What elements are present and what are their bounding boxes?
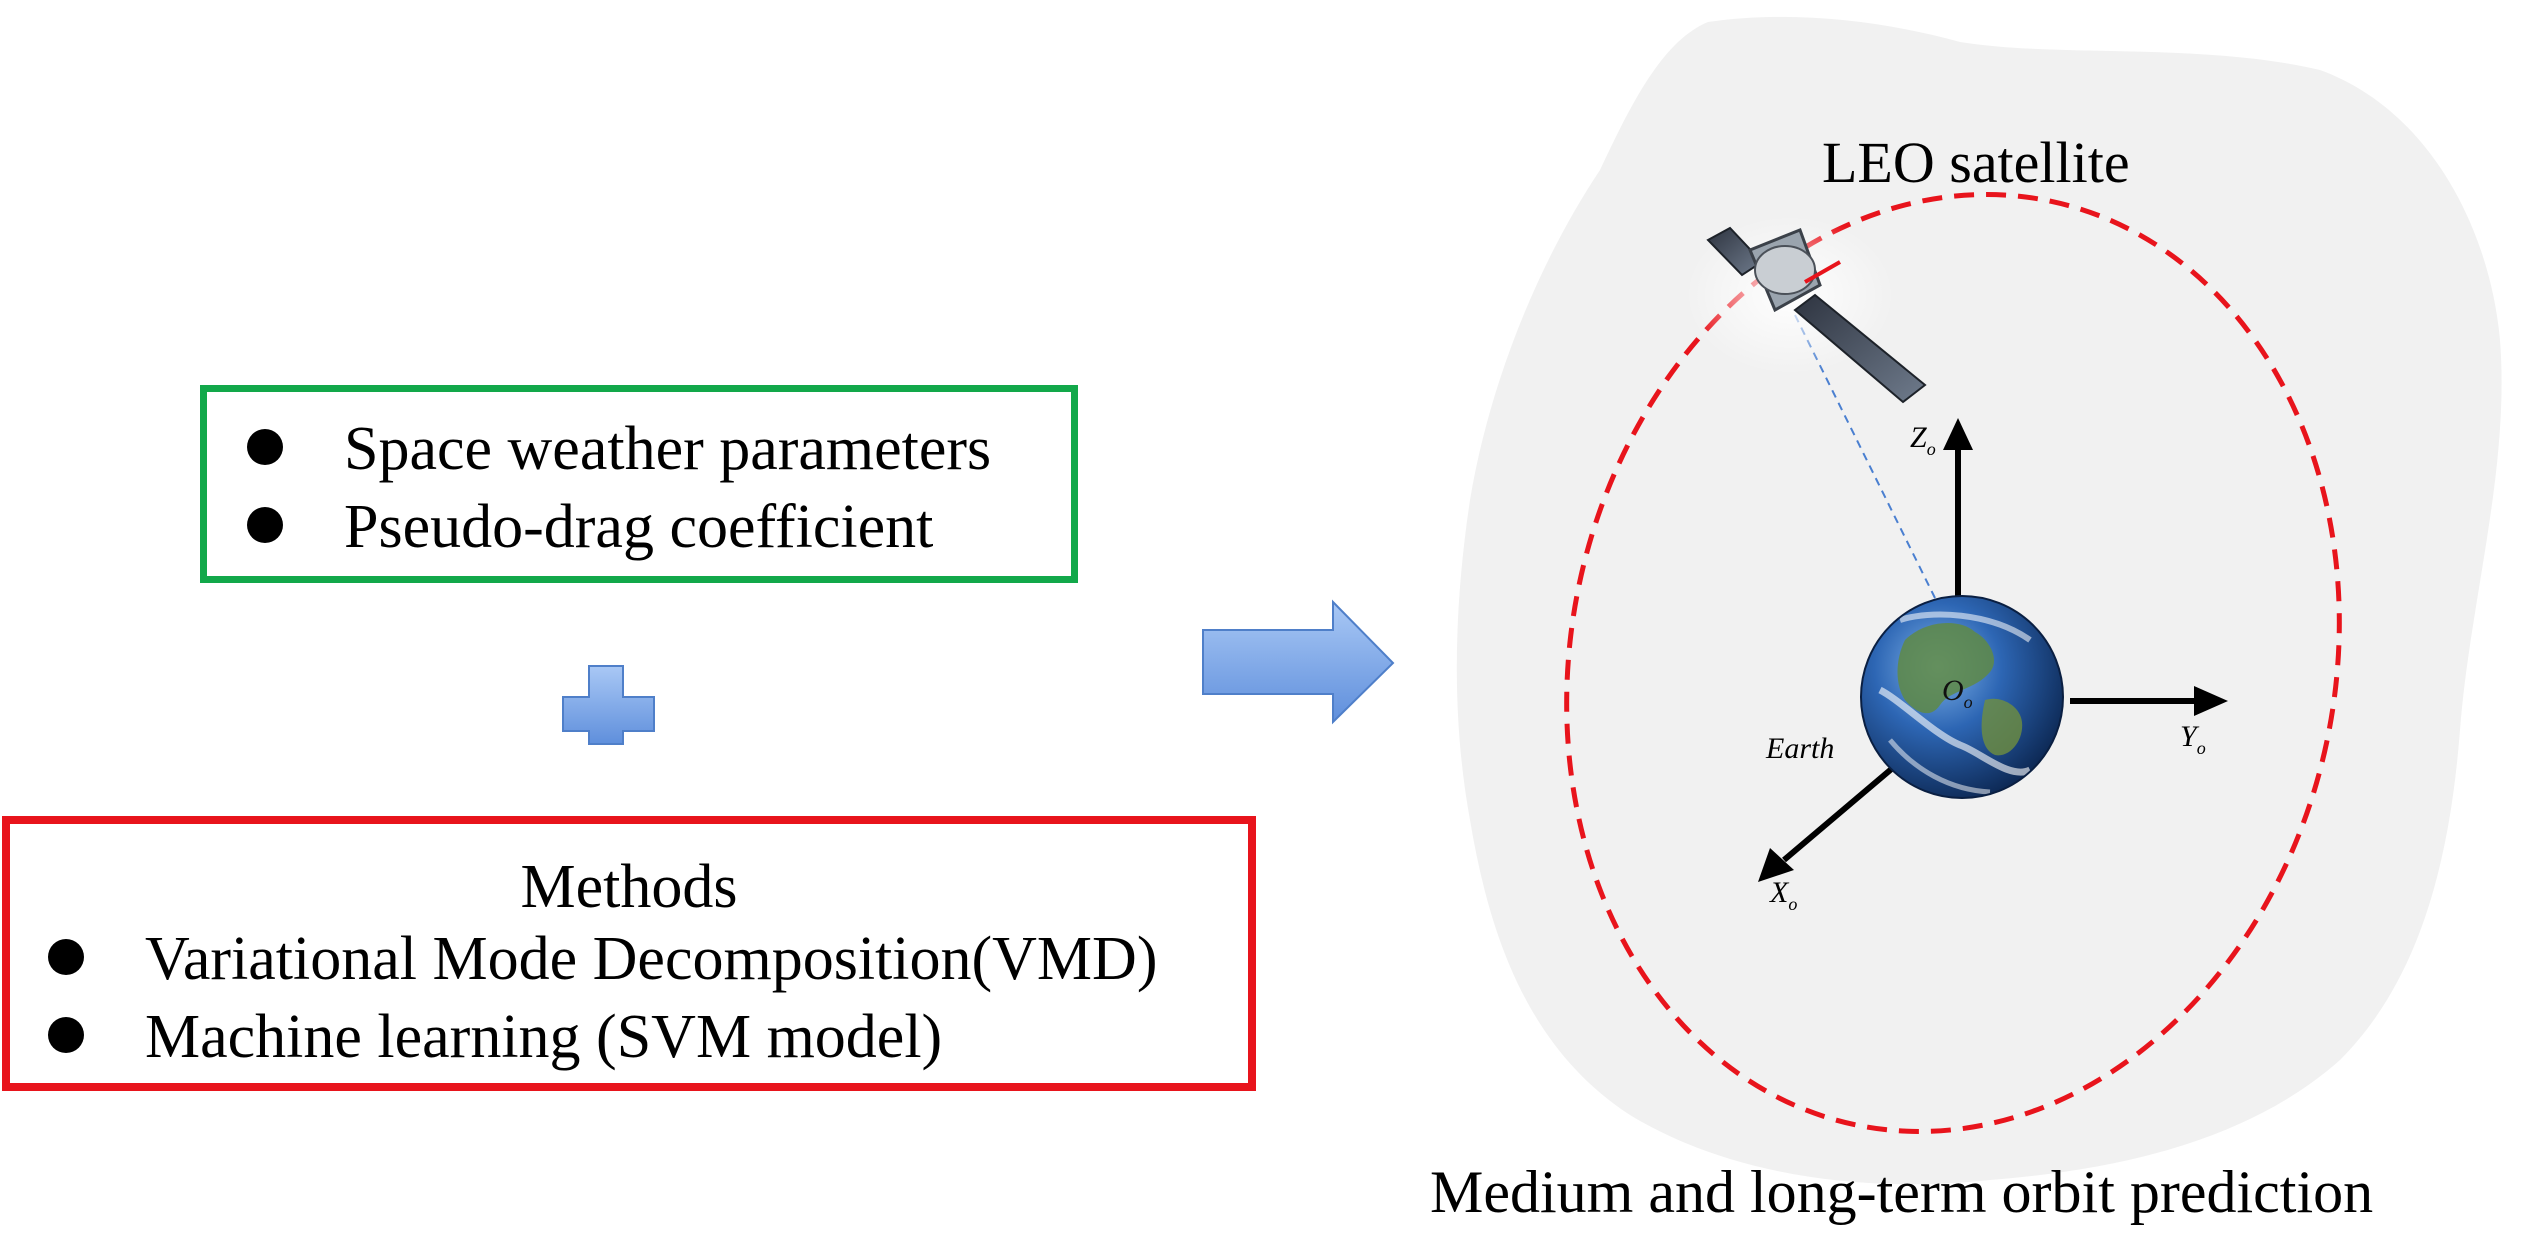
methods-box: Methods Variational Mode Decomposition(V… [2,816,1256,1091]
origin-subscript: o [1964,692,1973,712]
axis-z-letter: Z [1910,421,1927,454]
earth-icon [1860,595,2064,799]
method-item-svm: Machine learning (SVM model) [145,1003,943,1071]
origin-label: Oo [1942,674,1973,712]
input-item-space-weather: Space weather parameters [344,415,992,483]
satellite-label: LEO satellite [1822,130,2130,195]
axis-z-label: Zo [1910,421,1936,459]
methods-heading: Methods [520,853,738,921]
orbit-ellipse [1564,192,2342,1134]
bullet-icon [247,429,283,465]
plus-icon [562,665,655,745]
origin-letter: O [1942,674,1964,707]
axis-x-letter: X [1769,876,1790,909]
axis-x [1758,763,1897,882]
bullet-icon [48,939,84,975]
bullet-icon [247,507,283,543]
axis-z [1943,418,1973,600]
satellite-icon [1685,215,1927,404]
bullet-icon [48,1017,84,1053]
axis-y-label: Yo [2180,720,2206,758]
axis-x-subscript: o [1788,894,1797,914]
input-item-pseudo-drag: Pseudo-drag coefficient [344,493,934,561]
axis-z-subscript: o [1927,439,1936,459]
method-item-vmd: Variational Mode Decomposition(VMD) [145,925,1158,993]
inputs-box: Space weather parameters Pseudo-drag coe… [200,385,1078,583]
line-of-sight [1794,314,1936,599]
axis-x-label: Xo [1769,876,1797,914]
axis-y-subscript: o [2197,738,2206,758]
earth-label: Earth [1765,732,1834,765]
right-arrow-icon [1202,599,1395,725]
axis-y-letter: Y [2180,720,2200,753]
axis-y [2070,686,2228,716]
orbit-caption: Medium and long-term orbit prediction [1430,1159,2373,1225]
